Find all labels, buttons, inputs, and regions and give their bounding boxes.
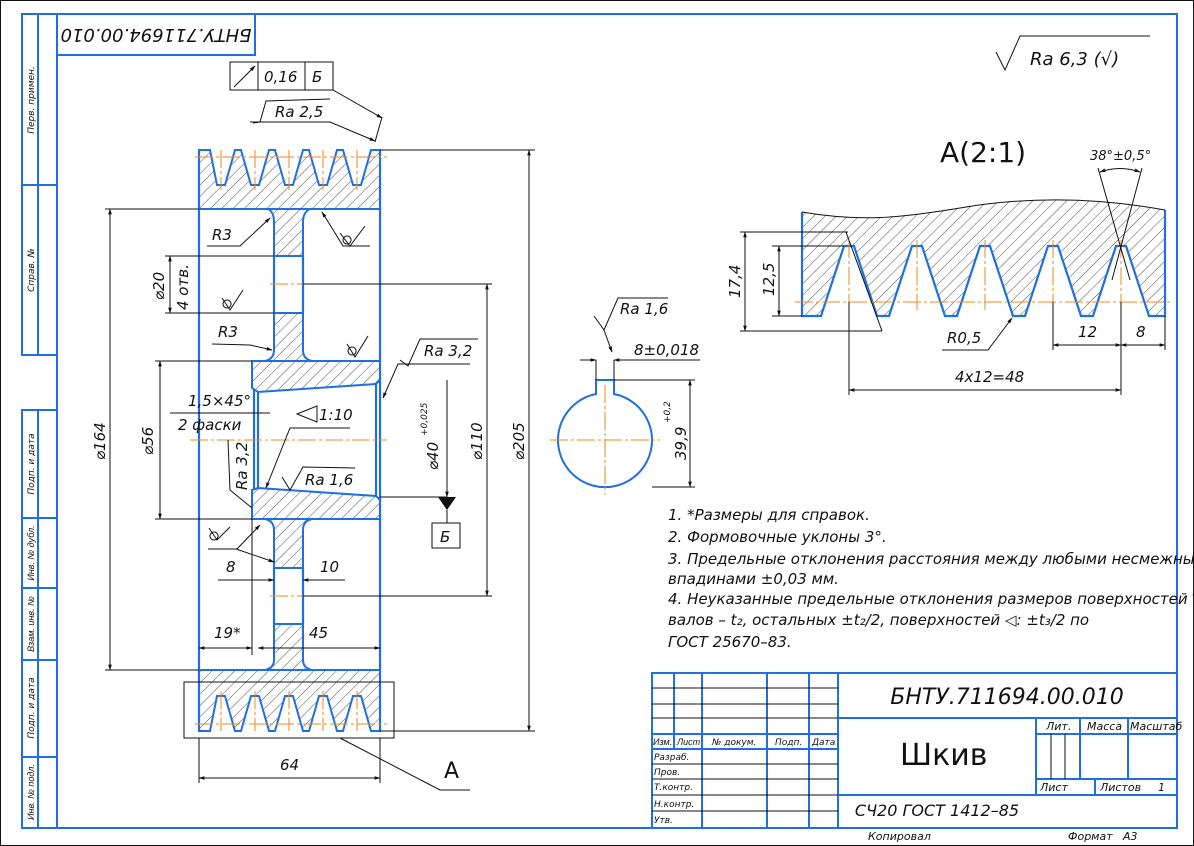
bore-dia: ⌀40	[424, 442, 442, 470]
left-strip-labels: Перв. примен. Справ. № Подп. и дата Инв.…	[26, 66, 37, 820]
note-line: 1. *Размеры для справок.	[668, 506, 870, 524]
strip-label: Инв. № дубл.	[26, 525, 36, 580]
edge-distance: 8	[1136, 323, 1146, 341]
key-depth: 39,9	[672, 427, 690, 460]
dim-19: 19*	[214, 624, 241, 642]
hole-count: 4 отв.	[174, 264, 192, 310]
hole-dia: ⌀20	[150, 272, 168, 300]
runout-base: Б	[312, 68, 322, 86]
note-line: 3. Предельные отклонения расстояния межд…	[668, 550, 1194, 568]
pitch-total: 4x12=48	[955, 368, 1024, 386]
scale-label: Масштаб	[1130, 720, 1182, 733]
rim-inner-dia: ⌀164	[91, 422, 109, 460]
dim-64: 64	[280, 756, 299, 774]
detail-title: A(2:1)	[940, 136, 1026, 169]
note-line: впадинами ±0,03 мм.	[668, 570, 839, 588]
note-line: валов – t₂, остальных ±t₂/2, поверхносте…	[668, 611, 1089, 629]
chamfer-count: 2 фаски	[178, 416, 242, 434]
pitch: 12	[1078, 323, 1097, 341]
format-value: А3	[1122, 830, 1138, 843]
role-developer: Разраб.	[654, 753, 689, 763]
note-line: 2. Формовочные уклоны 3°.	[668, 528, 887, 546]
header-doc: № докум.	[711, 738, 756, 748]
outer-dia: ⌀205	[510, 422, 528, 460]
role-checker: Пров.	[654, 768, 680, 778]
rim-bottom-section	[198, 669, 381, 732]
base-b-box	[431, 522, 461, 549]
keyway-section: 8±0,018 Ra 1,6 39,9 +0,2	[550, 297, 700, 495]
r3-top: R3	[212, 226, 232, 244]
strip-label: Перв. примен.	[27, 66, 37, 134]
lit-label: Лит.	[1045, 720, 1071, 733]
ra-groove: Ra 2,5	[275, 103, 323, 121]
web-lower-upper	[264, 518, 313, 569]
general-roughness-text: Ra 6,3 (√)	[1030, 49, 1119, 70]
hub-lower-section	[251, 486, 381, 520]
strip-label: Справ. №	[27, 248, 37, 292]
sheets-count: 1	[1158, 781, 1165, 794]
material: СЧ20 ГОСТ 1412–85	[855, 801, 1019, 820]
web-upper-lower	[264, 312, 313, 362]
sheet-label: Лист	[1039, 781, 1068, 794]
section-ra: Ra 1,6	[620, 300, 668, 318]
web-upper	[267, 208, 311, 257]
ra-bore: Ra 1,6	[305, 471, 353, 489]
dim-10: 10	[320, 558, 339, 576]
format-label: Формат	[1068, 830, 1113, 843]
key-tol: +0,2	[663, 401, 673, 423]
note-line: 4. Неуказанные предельные отклонения раз…	[668, 590, 1194, 608]
note-line: ГОСТ 25670–83.	[668, 633, 792, 651]
copied-label: Копировал	[868, 830, 931, 843]
web-lower	[264, 623, 313, 671]
groove-radius: R0,5	[947, 329, 981, 347]
technical-notes: 1. *Размеры для справок. 2. Формовочные …	[668, 506, 1194, 651]
bore-tol: +0,025	[420, 402, 430, 436]
title-block: БНТУ.711694.00.010 Шкив СЧ20 ГОСТ 1412–8…	[651, 672, 1182, 843]
dim-8: 8	[226, 558, 236, 576]
mass-label: Масса	[1087, 720, 1122, 733]
r3-bottom: R3	[218, 323, 238, 341]
strip-label: Подп. и дата	[27, 433, 37, 494]
title-block-code: БНТУ.711694.00.010	[890, 685, 1123, 710]
strip-label: Взам. инв. №	[26, 596, 36, 652]
base-label: Б	[440, 528, 450, 546]
ra-bore-side: Ra 3,2	[233, 442, 251, 490]
detail-a-label: А	[444, 759, 459, 784]
sheets-label: Листов	[1099, 781, 1141, 794]
header-list: Лист	[676, 737, 701, 747]
drawing-frame	[21, 13, 1178, 829]
header-izm: Изм.	[653, 737, 672, 747]
hub-upper-section	[251, 360, 381, 394]
runout-tolerance-frame: 0,16 Б	[229, 61, 383, 143]
hub-dia: ⌀110	[468, 422, 486, 460]
header-sign: Подп.	[775, 738, 802, 748]
groove-angle: 38°±0,5°	[1090, 149, 1151, 164]
runout-value: 0,16	[264, 68, 297, 86]
role-tech-control: Т.контр.	[654, 783, 693, 793]
role-approved: Утв.	[654, 816, 673, 826]
dim-45: 45	[309, 624, 328, 642]
top-left-code: БНТУ.711694.00.010	[61, 24, 252, 45]
general-roughness: Ra 6,3 (√)	[995, 35, 1150, 72]
strip-label: Инв. № подл.	[26, 764, 36, 820]
key-width: 8±0,018	[634, 341, 699, 359]
chamfer: 1,5×45°	[188, 392, 251, 410]
main-view: А 0,16 Б Ra 2,5 R3 R3 ⌀20 4 отв. ⌀164	[91, 61, 535, 791]
top-code-box	[56, 13, 256, 56]
hub-outer-dia: ⌀56	[139, 427, 157, 455]
role-norm-control: Н.контр.	[654, 800, 694, 810]
taper: 1:10	[319, 406, 353, 424]
depth-groove: 12,5	[760, 263, 778, 296]
detail-view: A(2:1) 17,4 12,5 38°±0,5° R0,5 12 8 4x12…	[726, 136, 1172, 395]
header-date: Дата	[811, 738, 835, 748]
strip-label: Подп. и дата	[27, 677, 37, 738]
runout-arrow-icon	[233, 65, 256, 88]
ra-hub: Ra 3,2	[424, 342, 472, 360]
part-name: Шкив	[900, 738, 987, 773]
depth-total: 17,4	[726, 265, 744, 298]
